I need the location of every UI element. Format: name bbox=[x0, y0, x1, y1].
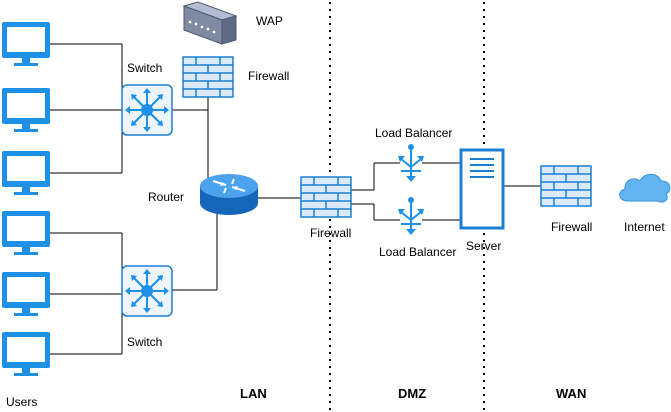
load-balancer-icon bbox=[397, 143, 425, 183]
server-label: Server bbox=[466, 239, 501, 253]
firewall-icon bbox=[182, 56, 234, 98]
firewall-icon bbox=[300, 176, 352, 218]
switch-icon bbox=[121, 265, 173, 317]
connections bbox=[50, 43, 541, 355]
users-label: Users bbox=[6, 395, 37, 409]
router-icon bbox=[200, 174, 258, 215]
zone-dmz-label: DMZ bbox=[398, 386, 426, 401]
zone-wan-label: WAN bbox=[556, 386, 586, 401]
zone-lan-label: LAN bbox=[240, 386, 267, 401]
server-icon bbox=[459, 148, 505, 230]
firewall-icon bbox=[540, 165, 592, 207]
load-balancer-bottom-label: Load Balancer bbox=[379, 245, 456, 259]
wireless-access-point-icon bbox=[182, 1, 238, 45]
load-balancer-top-label: Load Balancer bbox=[375, 126, 452, 140]
cloud-icon bbox=[619, 173, 671, 203]
firewall-right-label: Firewall bbox=[551, 220, 592, 234]
monitor-icon bbox=[2, 272, 50, 316]
switch-top-label: Switch bbox=[127, 61, 162, 75]
monitor-icon bbox=[2, 88, 50, 132]
router-label: Router bbox=[148, 190, 184, 204]
monitor-icon bbox=[2, 211, 50, 255]
monitor-icon bbox=[2, 332, 50, 376]
load-balancer-icon bbox=[397, 196, 425, 236]
internet-label: Internet bbox=[624, 220, 665, 234]
firewall-top-label: Firewall bbox=[248, 69, 289, 83]
switch-icon bbox=[121, 84, 173, 136]
switch-bottom-label: Switch bbox=[127, 335, 162, 349]
monitor-icon bbox=[2, 22, 50, 66]
monitor-icon bbox=[2, 151, 50, 195]
wap-label: WAP bbox=[256, 14, 283, 28]
user-workstations bbox=[2, 22, 50, 376]
firewall-mid-label: Firewall bbox=[310, 226, 351, 240]
